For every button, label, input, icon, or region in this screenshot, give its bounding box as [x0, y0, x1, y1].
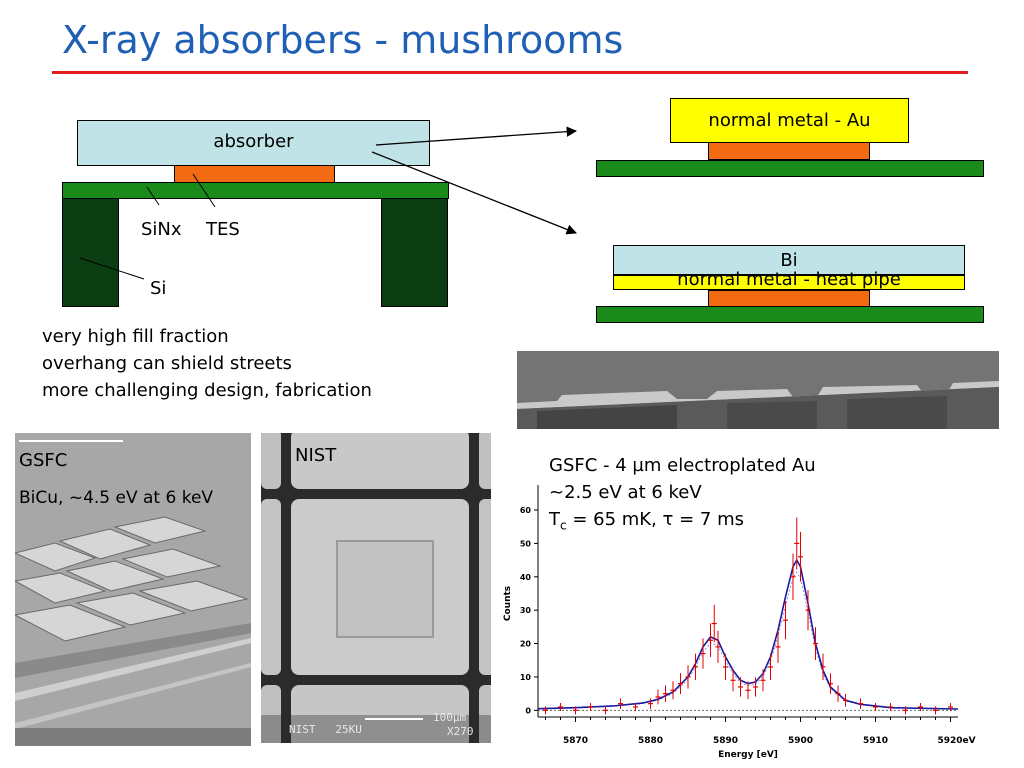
si-support-right: [381, 198, 448, 307]
y-tick-label: 60: [520, 506, 532, 515]
tc-symbol: T: [549, 509, 560, 530]
tes-label: TES: [206, 219, 240, 240]
tc-values: = 65 mK, τ = 7 ms: [566, 509, 744, 530]
variant-top-label: normal metal - Au: [708, 110, 871, 131]
sem-cross-section-image: [517, 351, 999, 429]
diagram-arrows: [79, 126, 578, 280]
gsfc-photo-caption: BiCu, ~4.5 eV at 6 keV: [19, 488, 214, 508]
spectrum-caption-line3: Tc = 65 mK, τ = 7 ms: [549, 509, 744, 533]
sinx-label: SiNx: [141, 219, 182, 240]
arrow-to-au-variant: [375, 126, 578, 146]
x-tick-label: 5920eV: [937, 736, 975, 746]
absorber-label: absorber: [213, 130, 294, 152]
variant-top-membrane: [596, 160, 984, 177]
spectrum-caption-line2: ~2.5 eV at 6 keV: [549, 482, 702, 503]
y-tick-label: 40: [520, 573, 532, 582]
y-tick-label: 30: [520, 606, 532, 615]
si-label: Si: [150, 278, 167, 299]
y-tick-label: 20: [520, 640, 532, 649]
tc-subscript: c: [560, 518, 567, 533]
x-axis-label: Energy [eV]: [718, 750, 778, 760]
si-support-left: [62, 198, 119, 307]
slide-title: X-ray absorbers - mushrooms: [62, 18, 624, 62]
absorber-block: absorber: [77, 120, 430, 166]
gold-absorber-block: normal metal - Au: [670, 98, 909, 143]
variant-top-tes: [708, 142, 870, 160]
nist-sem-photo: NIST NIST 25KU 100µm X270: [261, 433, 491, 743]
variant-bottom-membrane: [596, 306, 984, 323]
y-tick-label: 50: [520, 539, 532, 548]
x-tick-label: 5890: [713, 736, 738, 746]
title-underline: [52, 71, 968, 74]
y-axis-label: Counts: [503, 586, 513, 621]
nist-sem-info: NIST 25KU: [289, 723, 362, 736]
y-tick-label: 0: [525, 706, 531, 715]
x-tick-label: 5880: [638, 736, 663, 746]
bullet-fill-fraction: very high fill fraction: [42, 326, 229, 347]
x-tick-label: 5910: [863, 736, 888, 746]
gsfc-spectrum-chart: 0 10 20 30 40 50 60 5870 5880 5890 5900 5910 5920eV E…: [503, 485, 976, 760]
nist-sem-scale: 100µm: [433, 711, 467, 724]
heat-pipe-layer: normal metal - heat pipe: [613, 269, 965, 290]
nist-sem-mag: X270: [447, 725, 474, 738]
variant-bi-label: Bi: [780, 249, 798, 271]
arrow-to-bi-variant: [371, 151, 577, 235]
y-tick-label: 10: [520, 673, 532, 682]
spectrum-caption-line1: GSFC - 4 µm electroplated Au: [549, 455, 816, 476]
nist-photo-label: NIST: [295, 445, 337, 466]
si-leader: [79, 257, 145, 280]
tes-leader: [192, 173, 216, 208]
variant-heatpipe-label: normal metal - heat pipe: [677, 269, 901, 290]
gsfc-sem-photo: GSFC BiCu, ~4.5 eV at 6 keV: [15, 433, 251, 746]
bullet-challenging-design: more challenging design, fabrication: [42, 380, 372, 401]
x-tick-label: 5870: [563, 736, 588, 746]
bi-absorber-block: Bi: [613, 245, 965, 275]
gsfc-photo-label: GSFC: [19, 450, 68, 471]
sinx-leader: [146, 186, 160, 206]
x-tick-label: 5900: [788, 736, 813, 746]
bullet-shield-streets: overhang can shield streets: [42, 353, 292, 374]
